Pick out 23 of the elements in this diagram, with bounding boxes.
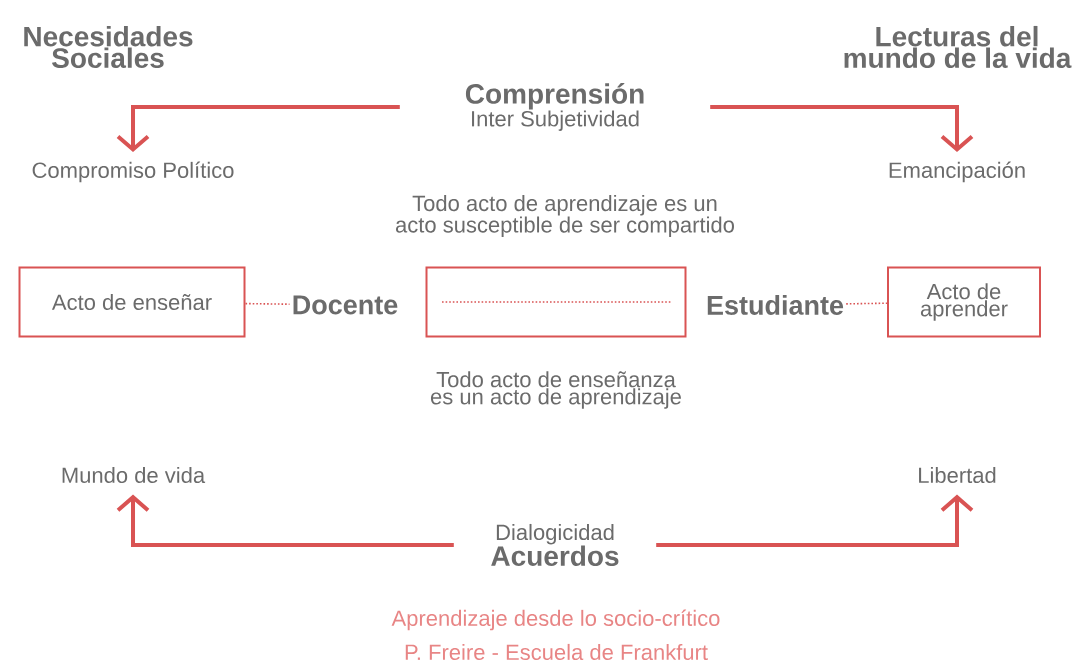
role-text: Docente (293, 295, 398, 315)
heading-text: Dialogicidad Acuerdos (491, 523, 619, 566)
concept-text: Mundo de vida (62, 466, 206, 484)
statement-text: Todo acto de aprendizaje es un acto susceptible de ser compartido (395, 194, 734, 237)
empty-box (425, 266, 687, 338)
role-text: Estudiante (707, 295, 844, 315)
note-text: P. Freire - Escuela de Frankfurt (405, 643, 708, 661)
arrow (710, 105, 974, 153)
arrow (116, 494, 454, 547)
concept-text: Emancipación (889, 161, 1025, 183)
dotted-connector (845, 302, 888, 305)
statement-text: Todo acto de enseñanza es un acto de aprendizaje (430, 371, 681, 409)
note-text: Aprendizaje desde lo socio-crítico (391, 609, 720, 631)
concept-text: Compromiso Político (32, 161, 234, 183)
concept-box: Acto de aprender (887, 266, 1041, 338)
arrow (116, 105, 400, 153)
heading-text: Comprensión Inter Subjetividad (465, 83, 644, 131)
concept-text: Libertad (919, 466, 996, 484)
concept-box: Acto de enseñar (18, 266, 246, 338)
dotted-connector (244, 302, 291, 305)
arrow (656, 494, 974, 547)
heading-text: Necesidades Sociales (24, 25, 193, 69)
heading-text: Lecturas del mundo de la vida (844, 25, 1072, 69)
